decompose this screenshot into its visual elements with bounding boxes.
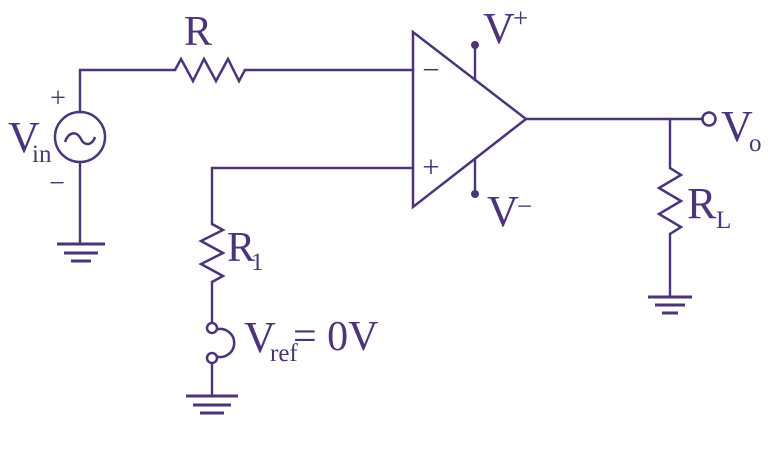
resistor-rl-icon — [656, 166, 684, 236]
output-terminal-icon — [701, 111, 717, 127]
vminus-superscript: − — [517, 191, 532, 221]
connector-arc — [214, 327, 236, 359]
vplus-label: V — [483, 4, 515, 53]
vplus-superscript: + — [513, 3, 528, 33]
vref-value: = 0V — [293, 314, 379, 360]
wire-noninverting-input-to-r1 — [210, 166, 415, 226]
reference-connector-icon — [205, 321, 236, 365]
ground-icon-source — [57, 242, 105, 263]
vo-label-subscript: o — [749, 130, 762, 157]
opamp-triangle — [411, 29, 529, 210]
resistor-r-label: R — [184, 9, 212, 55]
ground-icon-load — [648, 295, 692, 315]
sine-wave-icon — [63, 132, 97, 146]
vin-label-subscript: in — [32, 141, 52, 168]
connector-bottom-terminal-icon — [205, 351, 219, 365]
vo-label: V — [721, 102, 753, 151]
vminus-label: V — [487, 187, 519, 236]
negative-supply-dot-icon — [471, 190, 479, 198]
resistor-r1-subscript: 1 — [251, 249, 264, 276]
connector-top-terminal-icon — [205, 321, 219, 335]
vref-label: V — [244, 313, 276, 362]
source-minus-mark: − — [49, 168, 65, 199]
resistor-rl-subscript: L — [716, 207, 731, 234]
resistor-rl-label: R — [687, 179, 717, 228]
noninverting-input-mark: + — [422, 149, 439, 184]
resistor-r-icon — [173, 56, 247, 84]
resistor-r1-label: R — [227, 225, 255, 271]
ground-icon-reference — [186, 394, 238, 415]
source-plus-mark: + — [50, 83, 66, 114]
inverting-input-mark: − — [422, 52, 439, 87]
vin-label: V — [8, 113, 40, 162]
vref-label-subscript: ref — [270, 340, 298, 367]
ac-source-icon — [53, 110, 107, 164]
resistor-r1-icon — [198, 222, 226, 284]
opamp-symbol: − + — [411, 29, 529, 210]
positive-supply-dot-icon — [471, 41, 479, 49]
wire-source-to-resistor-r — [78, 68, 177, 114]
